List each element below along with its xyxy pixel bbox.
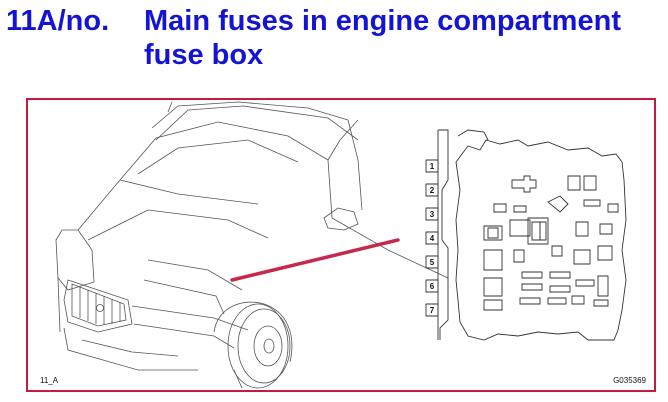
section-number: 11A/no.	[6, 5, 110, 37]
fuse-number: 7	[430, 306, 435, 315]
figure-label-left: 11_A	[40, 376, 59, 385]
fuse-number: 4	[430, 234, 435, 243]
fuse-number: 1	[430, 162, 435, 171]
car-fusebox-illustration: 1 2 3 4 5 6 7	[55, 101, 627, 389]
fuse-number-labels: 1 2 3 4 5 6 7	[430, 162, 435, 315]
car-outline	[55, 101, 449, 389]
fuse-number: 5	[430, 258, 435, 267]
fuse-box-diagram	[425, 129, 627, 341]
illustration-frame: 1 2 3 4 5 6 7 11_A G035369	[26, 98, 656, 392]
pointer-line	[230, 238, 400, 282]
page-heading: 11A/no. Main fuses in engine compartment…	[6, 2, 666, 80]
section-title: Main fuses in engine compartment fuse bo…	[144, 5, 621, 71]
fuse-number: 6	[430, 282, 435, 291]
figure-label-right: G035369	[613, 376, 646, 385]
fuse-number: 3	[430, 210, 435, 219]
fuse-number: 2	[430, 186, 435, 195]
